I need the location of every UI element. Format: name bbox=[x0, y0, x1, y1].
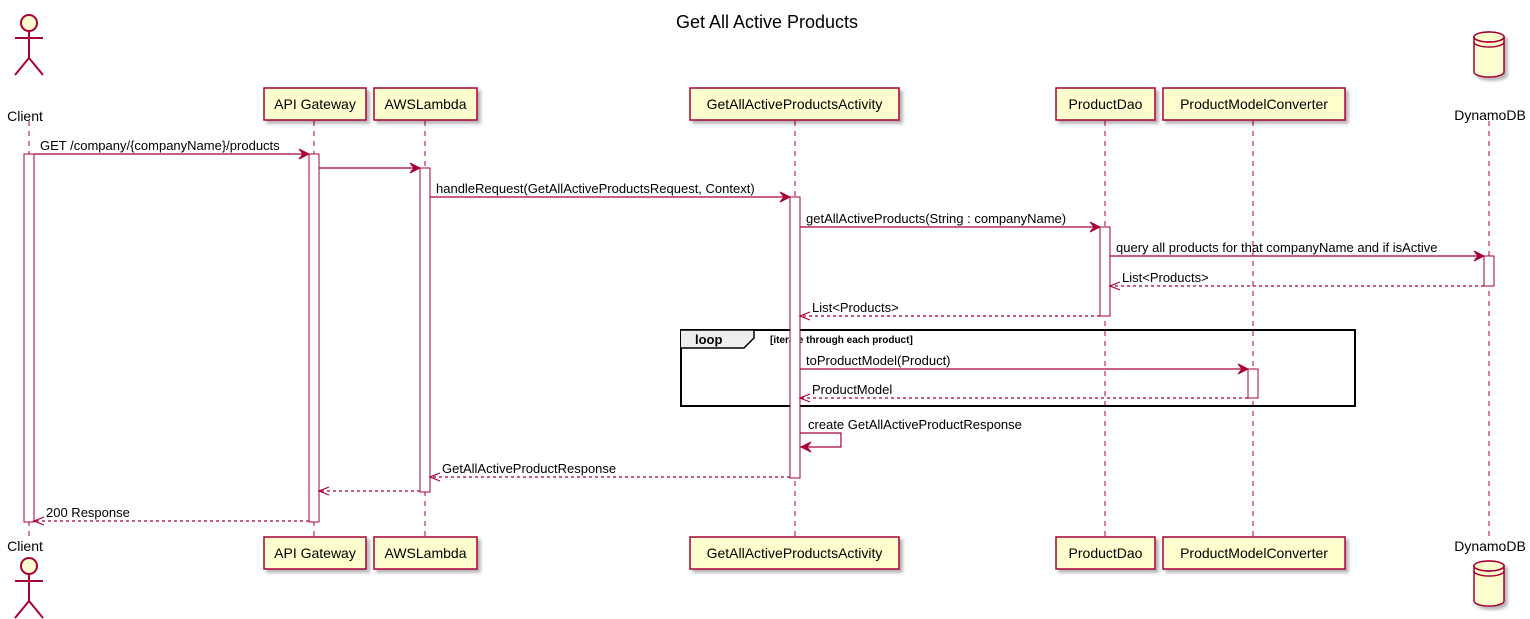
arrow-head bbox=[798, 393, 811, 403]
arrow-head bbox=[32, 516, 45, 526]
db-rim bbox=[1473, 36, 1505, 48]
participant-label-dao-bottom: ProductDao bbox=[1069, 545, 1143, 561]
actor-icon bbox=[14, 14, 44, 76]
activation-gateway bbox=[308, 153, 320, 523]
activation-dao bbox=[1099, 226, 1111, 317]
arrow-head bbox=[799, 441, 812, 453]
loop-keyword: loop bbox=[695, 332, 722, 347]
message-label-9: create GetAllActiveProductResponse bbox=[808, 417, 1022, 432]
loop-condition: [iterate through each product] bbox=[770, 335, 913, 346]
participant-client-top bbox=[14, 14, 44, 76]
participant-label-activity-bottom: GetAllActiveProductsActivity bbox=[707, 545, 883, 561]
actor-head bbox=[20, 557, 38, 575]
arrow-head bbox=[317, 486, 330, 496]
participant-box-lambda-bottom bbox=[373, 536, 478, 570]
participant-box-activity-top bbox=[689, 87, 900, 121]
arrow-head bbox=[1473, 250, 1486, 262]
database-icon bbox=[1473, 31, 1505, 78]
participant-box-gateway-top bbox=[263, 87, 367, 121]
participant-label-converter-top: ProductModelConverter bbox=[1180, 96, 1328, 112]
message-label-2: handleRequest(GetAllActiveProductsReques… bbox=[436, 181, 755, 196]
actor-leg-right bbox=[28, 600, 44, 619]
activation-activity bbox=[789, 196, 801, 479]
actor-leg-right bbox=[28, 57, 44, 76]
participant-label-client-top: Client bbox=[7, 108, 43, 124]
message-label-4: query all products for that companyName … bbox=[1116, 240, 1438, 255]
participant-label-lambda-top: AWSLambda bbox=[385, 96, 467, 112]
participant-label-dynamo-bottom: DynamoDB bbox=[1454, 538, 1526, 554]
message-label-7: toProductModel(Product) bbox=[806, 353, 951, 368]
loop-fragment bbox=[680, 329, 1356, 407]
participant-box-converter-top bbox=[1162, 87, 1346, 121]
arrow-head bbox=[1237, 363, 1250, 375]
arrow-head bbox=[409, 162, 422, 174]
participant-label-converter-bottom: ProductModelConverter bbox=[1180, 545, 1328, 561]
participant-box-lambda-top bbox=[373, 87, 478, 121]
participant-label-dynamo-top: DynamoDB bbox=[1454, 107, 1526, 123]
message-label-0: GET /company/{companyName}/products bbox=[40, 138, 280, 153]
arrow-head bbox=[1089, 221, 1102, 233]
diagram-title: Get All Active Products bbox=[676, 12, 858, 32]
activation-lambda bbox=[419, 167, 431, 493]
arrow-head bbox=[779, 191, 792, 203]
participant-label-dao-top: ProductDao bbox=[1069, 96, 1143, 112]
participant-box-activity-bottom bbox=[689, 536, 900, 570]
participant-client-bottom bbox=[14, 557, 44, 619]
database-icon bbox=[1473, 560, 1505, 607]
db-rim bbox=[1473, 565, 1505, 577]
activation-client bbox=[23, 153, 35, 523]
loop-frame bbox=[680, 329, 1356, 407]
actor-leg-left bbox=[14, 600, 30, 619]
arrow-head bbox=[1108, 281, 1121, 291]
actor-head bbox=[20, 14, 38, 32]
message-label-3: getAllActiveProducts(String : companyNam… bbox=[806, 211, 1066, 226]
participant-label-client-bottom: Client bbox=[7, 538, 43, 554]
participant-box-gateway-bottom bbox=[263, 536, 367, 570]
message-label-12: 200 Response bbox=[46, 505, 130, 520]
message-label-8: ProductModel bbox=[812, 382, 892, 397]
participant-label-gateway-bottom: API Gateway bbox=[274, 545, 356, 561]
arrow-head bbox=[298, 148, 311, 160]
actor-leg-left bbox=[14, 57, 30, 76]
message-label-10: GetAllActiveProductResponse bbox=[442, 461, 616, 476]
participant-label-gateway-top: API Gateway bbox=[274, 96, 356, 112]
message-label-5: List<Products> bbox=[1122, 270, 1209, 285]
loop-tab bbox=[681, 329, 755, 349]
arrow-head bbox=[798, 311, 811, 321]
participant-label-activity-top: GetAllActiveProductsActivity bbox=[707, 96, 883, 112]
participant-label-lambda-bottom: AWSLambda bbox=[385, 545, 467, 561]
actor-icon bbox=[14, 557, 44, 619]
participant-box-dao-top bbox=[1055, 87, 1156, 121]
participant-box-dao-bottom bbox=[1055, 536, 1156, 570]
message-arrow-9 bbox=[800, 432, 842, 448]
arrow-head bbox=[428, 472, 441, 482]
message-label-6: List<Products> bbox=[812, 300, 899, 315]
participant-box-converter-bottom bbox=[1162, 536, 1346, 570]
activation-dynamo bbox=[1483, 255, 1495, 287]
activation-converter bbox=[1247, 368, 1259, 399]
